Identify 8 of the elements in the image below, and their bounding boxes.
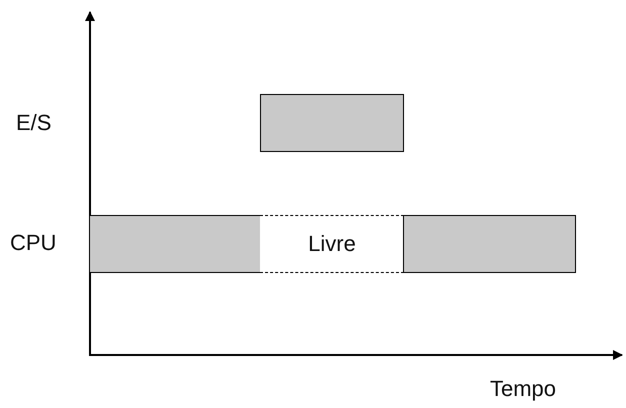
slot-label: Livre xyxy=(308,231,356,257)
axis-category-label: CPU xyxy=(10,230,56,256)
time-bar xyxy=(403,215,576,273)
idle-slot xyxy=(260,215,404,273)
time-bar xyxy=(260,94,404,152)
axis-title: Tempo xyxy=(490,376,556,402)
time-bar xyxy=(89,215,261,273)
axis-category-label: E/S xyxy=(16,110,52,136)
